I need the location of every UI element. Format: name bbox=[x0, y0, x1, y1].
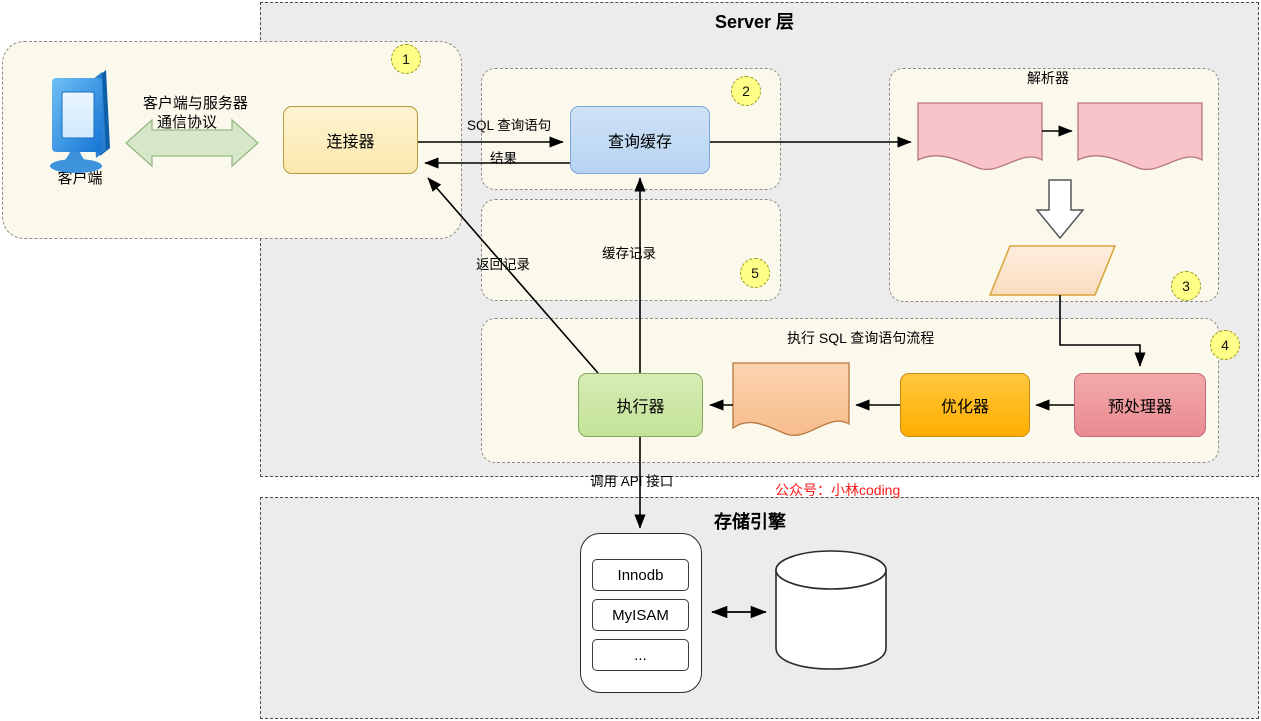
parser-hollow-down-arrow bbox=[1035, 179, 1085, 240]
cache-record-label: 缓存记录 bbox=[602, 246, 656, 261]
parser-group-title: 解析器 bbox=[1027, 70, 1069, 86]
arrow-return-record bbox=[427, 177, 599, 374]
preprocessor-node[interactable]: 预处理器 bbox=[1074, 373, 1206, 437]
engine-item-myisam[interactable]: MyISAM bbox=[592, 599, 689, 631]
syntax-tree-shape bbox=[988, 245, 1117, 296]
server-layer-title: Server 层 bbox=[715, 12, 795, 32]
protocol-label-text: 客户端与服务器 通信协议 bbox=[142, 94, 248, 131]
data-cylinder-icon bbox=[775, 550, 887, 670]
executor-node[interactable]: 执行器 bbox=[578, 373, 703, 437]
optimizer-node[interactable]: 优化器 bbox=[900, 373, 1030, 437]
protocol-double-arrow bbox=[125, 118, 259, 168]
syntax-analysis-shape bbox=[1077, 102, 1203, 171]
execute-group-title: 执行 SQL 查询语句流程 bbox=[787, 330, 935, 346]
watermark-text: 公众号：小林coding bbox=[775, 482, 901, 498]
monitor-icon bbox=[50, 70, 110, 173]
storage-engine-title: 存储引擎 bbox=[714, 512, 786, 532]
badge-4: 4 bbox=[1210, 330, 1240, 360]
connector-node[interactable]: 连接器 bbox=[283, 106, 418, 174]
cache-record-group bbox=[481, 199, 781, 301]
query-cache-node[interactable]: 查询缓存 bbox=[570, 106, 710, 174]
badge-1: 1 bbox=[391, 44, 421, 74]
arrow-tree-to-preprocessor bbox=[1059, 295, 1146, 367]
badge-5: 5 bbox=[740, 258, 770, 288]
engine-item-more[interactable]: ... bbox=[592, 639, 689, 671]
sql-query-arrow-label: SQL 查询语句 bbox=[467, 118, 552, 133]
api-call-label: 调用 API 接口 bbox=[590, 474, 674, 489]
client-label: 客户端 bbox=[57, 170, 103, 187]
lexical-analysis-shape bbox=[917, 102, 1043, 171]
badge-2: 2 bbox=[731, 76, 761, 106]
protocol-label: 客户端与服务器 通信协议 bbox=[122, 76, 252, 151]
badge-3: 3 bbox=[1171, 271, 1201, 301]
engine-item-innodb[interactable]: Innodb bbox=[592, 559, 689, 591]
execution-plan-shape bbox=[732, 362, 850, 436]
